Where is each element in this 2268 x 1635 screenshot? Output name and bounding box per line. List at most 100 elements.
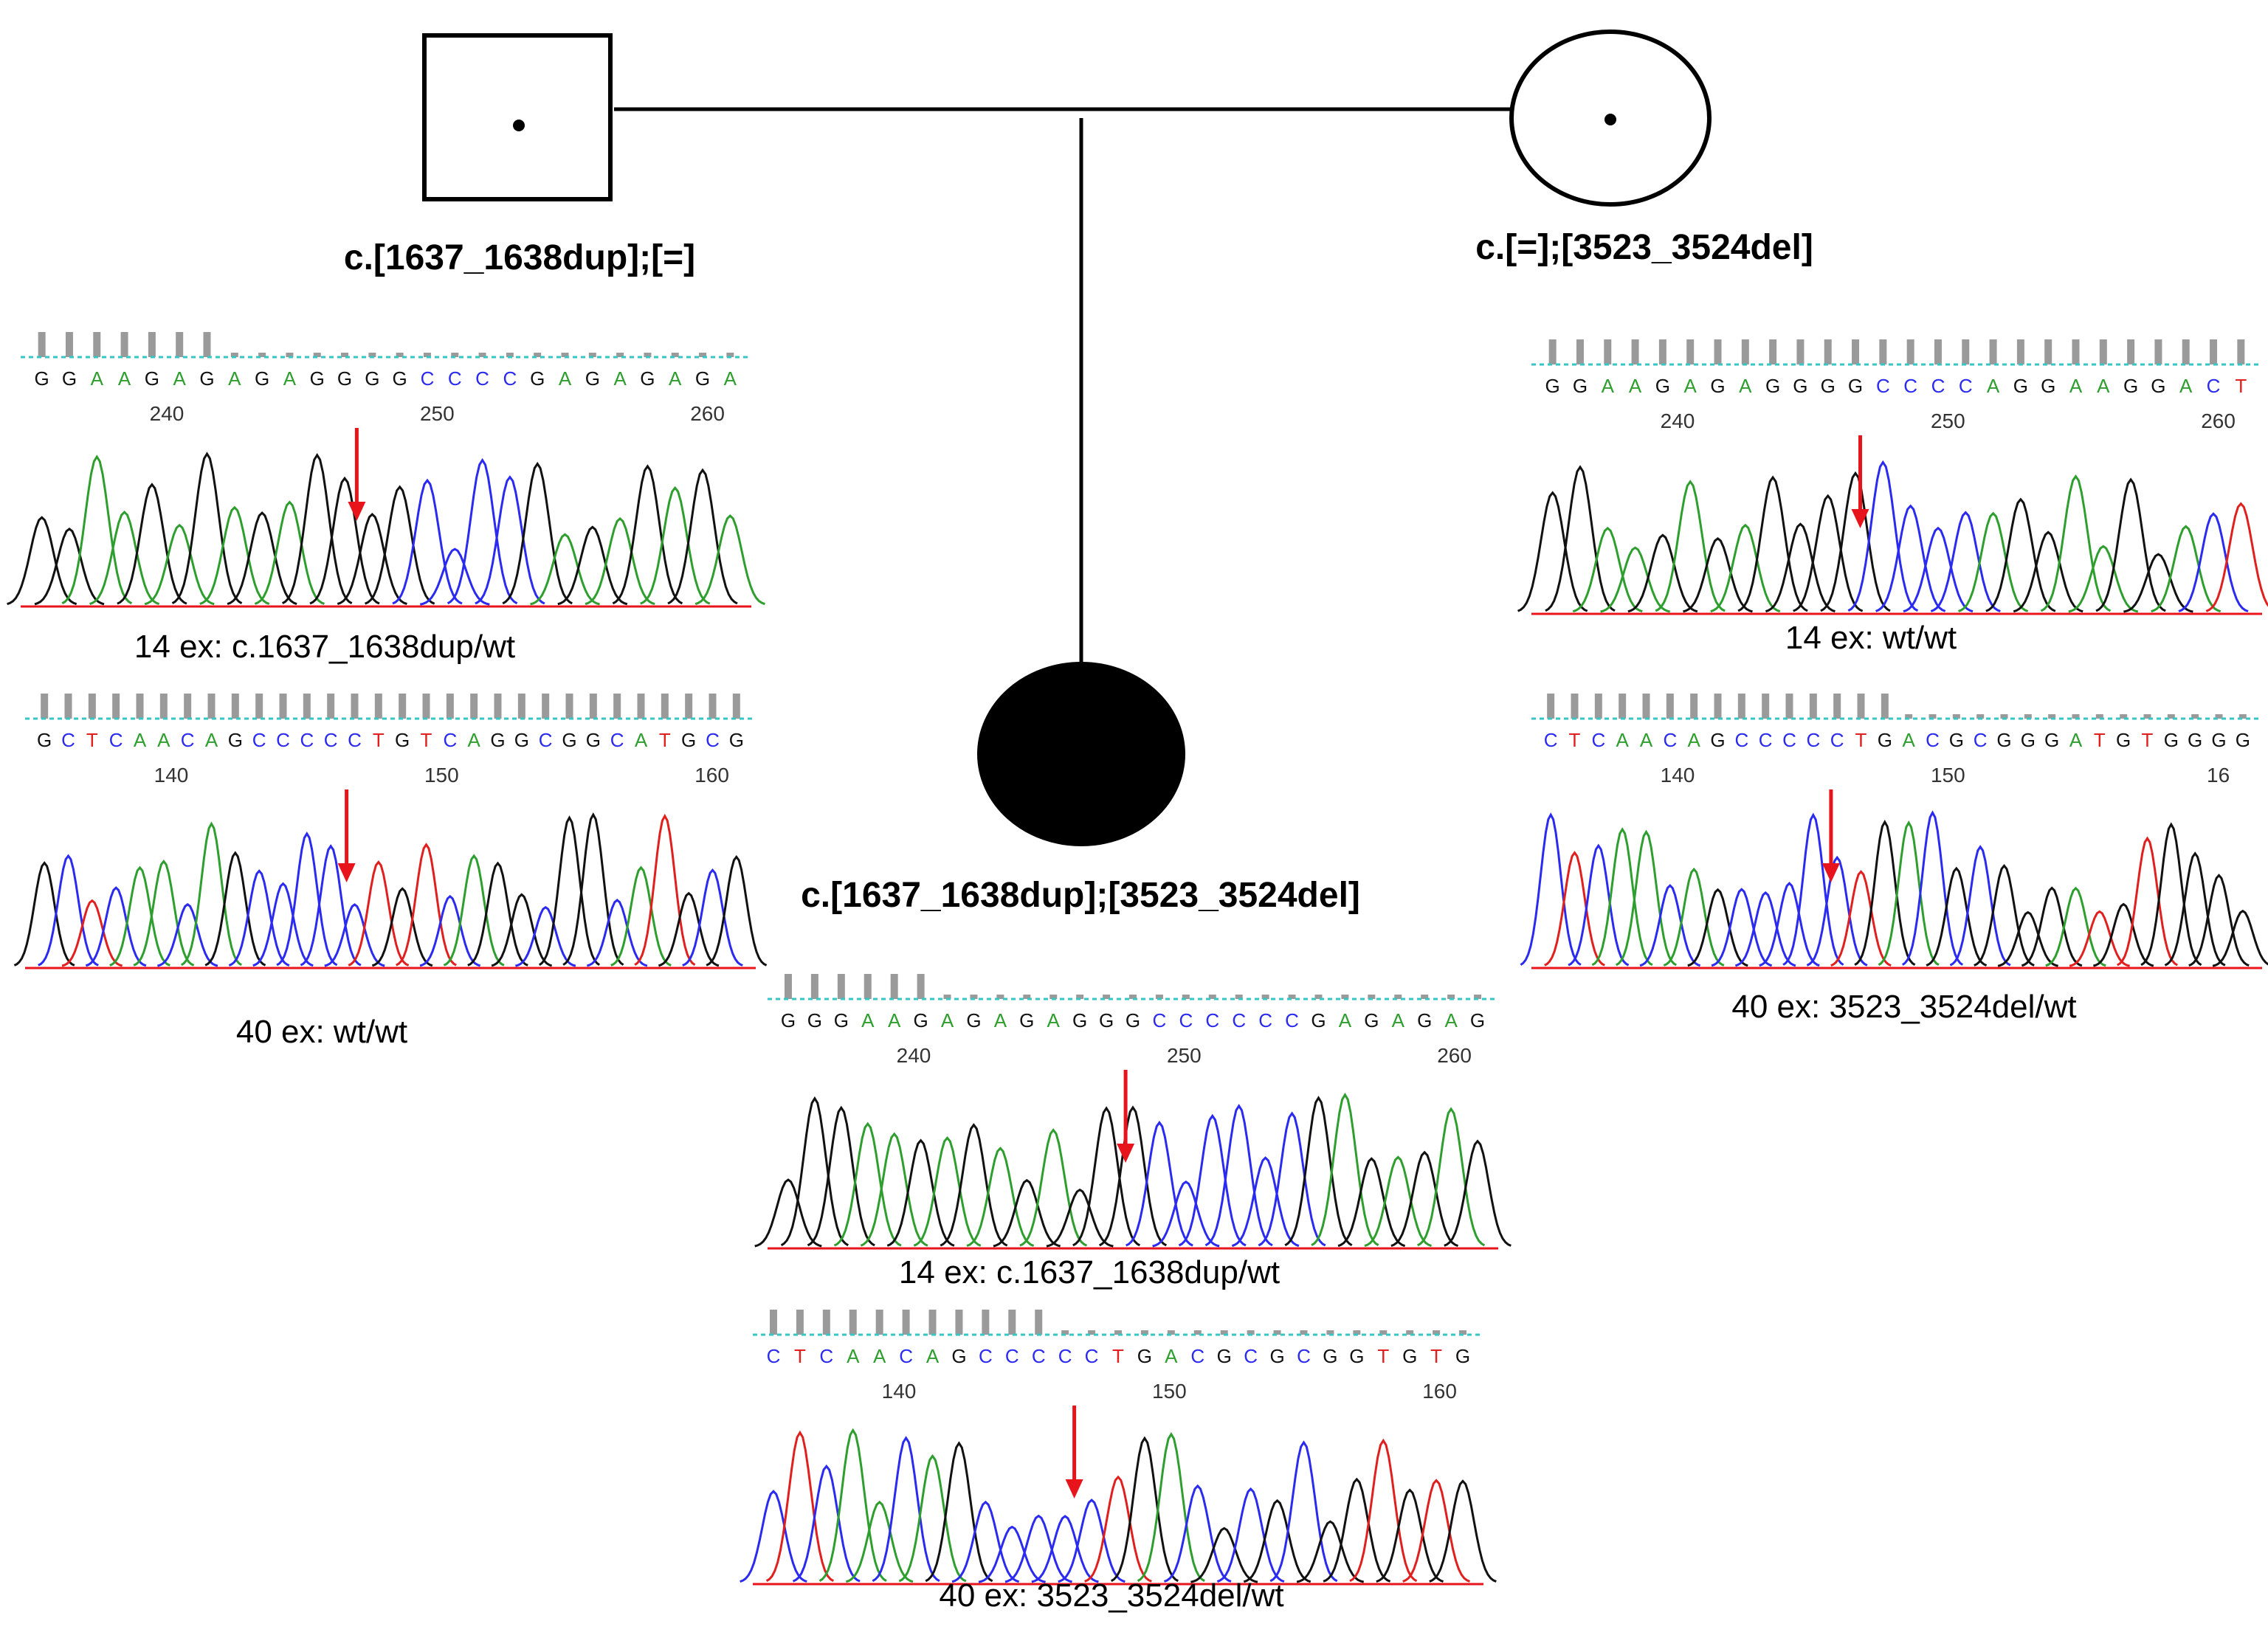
trace-peak xyxy=(475,475,545,605)
trace-peak xyxy=(1878,820,1940,967)
quality-bar xyxy=(1741,339,1749,364)
base-call: C xyxy=(767,1345,781,1367)
base-call: C xyxy=(979,1345,993,1367)
trace-peak xyxy=(1046,1188,1114,1248)
trace-peak xyxy=(780,1096,849,1247)
trace-peak xyxy=(2021,886,2083,967)
base-call: C xyxy=(1179,1009,1193,1031)
position-tick-label: 260 xyxy=(2201,409,2236,432)
quality-bar xyxy=(1155,995,1163,999)
trace-peak xyxy=(1806,855,1868,967)
base-call: G xyxy=(1710,375,1725,397)
trace-peak xyxy=(38,854,99,967)
quality-bar xyxy=(1686,339,1695,364)
trace-peak xyxy=(109,865,170,967)
trace-peak xyxy=(467,861,528,967)
quality-bar xyxy=(837,974,845,999)
base-call: C xyxy=(1591,729,1605,751)
base-call: G xyxy=(365,367,379,390)
base-call: G xyxy=(310,367,325,390)
quality-bar xyxy=(943,995,951,999)
quality-bar xyxy=(176,332,184,357)
trace-peak xyxy=(2117,836,2178,967)
quality-bar xyxy=(120,332,128,357)
quality-bar xyxy=(637,694,645,719)
base-call: G xyxy=(37,729,52,751)
base-call: A xyxy=(994,1009,1007,1031)
quality-bar xyxy=(230,353,238,357)
base-call: G xyxy=(729,729,744,751)
base-call: G xyxy=(1269,1345,1284,1367)
base-call: C xyxy=(706,729,720,751)
quality-bar xyxy=(2072,714,2080,719)
trace-peak xyxy=(2095,477,2166,612)
quality-bar xyxy=(1547,694,1555,719)
quality-bar xyxy=(2000,714,2008,719)
base-call: C xyxy=(503,367,517,390)
trace-peak xyxy=(792,1464,861,1583)
trace-peak xyxy=(1337,1157,1406,1248)
quality-bar xyxy=(478,353,486,357)
quality-bar xyxy=(810,974,818,999)
trace-peak xyxy=(1072,1106,1141,1247)
trace-peak xyxy=(1734,891,1796,967)
quality-bar xyxy=(561,353,569,357)
trace-peak xyxy=(706,854,768,967)
trace-peak xyxy=(252,882,314,967)
trace-peak xyxy=(860,1132,928,1247)
quality-bar xyxy=(65,332,73,357)
quality-bar xyxy=(1929,714,1937,719)
quality-bar xyxy=(1824,339,1832,364)
base-call: C xyxy=(1974,729,1988,751)
quality-bar xyxy=(1353,1330,1361,1335)
quality-bar xyxy=(864,974,872,999)
quality-bar xyxy=(769,1310,777,1335)
trace-peak xyxy=(2205,502,2268,612)
quality-bar xyxy=(494,694,502,719)
quality-bar xyxy=(1785,694,1793,719)
trace-peak xyxy=(2092,902,2154,967)
base-call: G xyxy=(514,729,529,751)
quality-bar xyxy=(616,353,624,357)
base-call: G xyxy=(1126,1009,1140,1031)
quality-bar xyxy=(2215,714,2223,719)
quality-bar xyxy=(1421,995,1429,999)
quality-bar xyxy=(399,694,407,719)
base-call: A xyxy=(173,367,187,390)
quality-bar xyxy=(1023,995,1031,999)
base-call: A xyxy=(1684,375,1697,397)
base-call: A xyxy=(613,367,627,390)
trace-peak xyxy=(2164,851,2226,967)
trace-peak xyxy=(447,457,518,605)
quality-bar xyxy=(1129,995,1137,999)
base-call: A xyxy=(1047,1009,1061,1031)
quality-bar xyxy=(685,694,693,719)
base-call: G xyxy=(2188,729,2202,751)
base-call: G xyxy=(1364,1009,1379,1031)
trace-peak xyxy=(640,485,711,605)
trace-peak xyxy=(396,843,457,967)
quality-bar xyxy=(2099,339,2107,364)
base-call: A xyxy=(926,1345,940,1367)
base-call: G xyxy=(640,367,655,390)
quality-bar xyxy=(589,694,597,719)
position-tick-label: 16 xyxy=(2207,764,2230,787)
base-call: G xyxy=(586,729,601,751)
base-call: G xyxy=(1099,1009,1114,1031)
trace-peak xyxy=(324,903,385,967)
trace-peak xyxy=(1974,864,2035,967)
trace-peak xyxy=(1639,884,1701,967)
quality-bar xyxy=(351,694,359,719)
base-call: G xyxy=(2116,729,2131,751)
trace-peak xyxy=(913,1135,982,1247)
base-call: G xyxy=(1019,1009,1034,1031)
mother-ex40-caption: 40 ex: 3523_3524del/wt xyxy=(1731,989,2077,1025)
trace-peak xyxy=(1600,546,1670,613)
quality-bar xyxy=(1220,1330,1228,1335)
base-call: C xyxy=(1759,729,1773,751)
quality-bar xyxy=(374,694,382,719)
trace-peak xyxy=(925,1441,993,1583)
trace-peak xyxy=(1190,1527,1258,1583)
